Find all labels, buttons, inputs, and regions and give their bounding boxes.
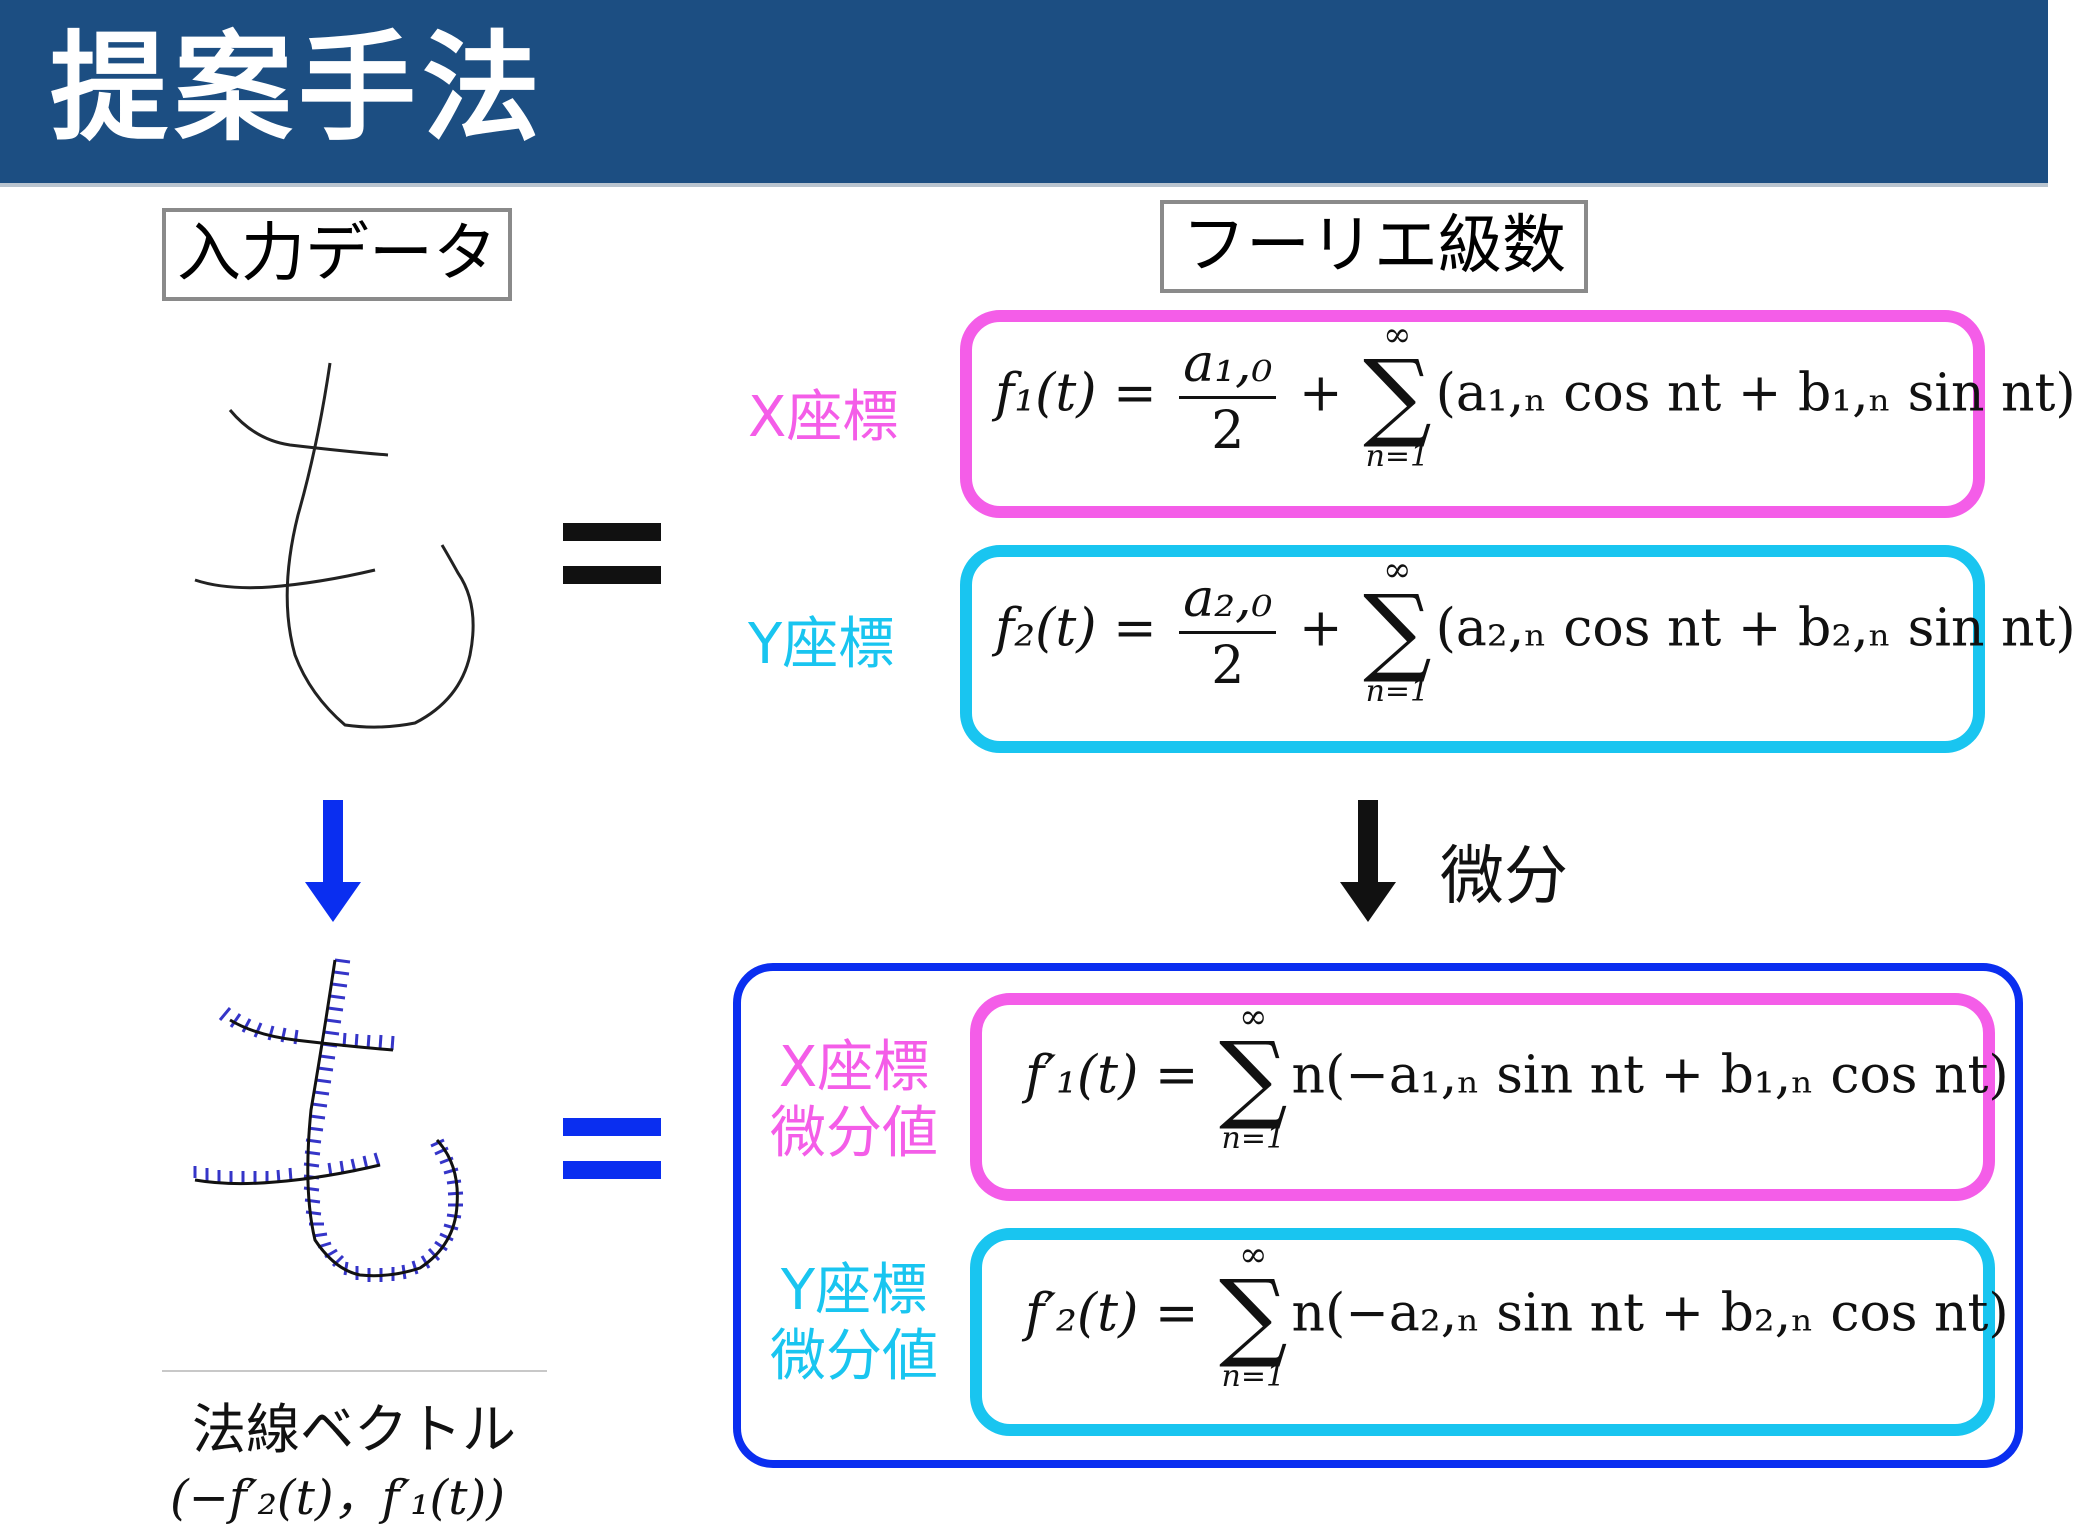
df1-summation: ∞∑n=1 [1219,997,1288,1156]
df2-equation-box [970,1228,1995,1436]
y-coordinate-diff-label: Y座標 微分値 [770,1258,938,1390]
normal-vector-label: 法線ベクトル [192,1398,516,1461]
df2-sum-bottom: n=1 [1221,1359,1286,1394]
input-data-label: 入力データ [162,208,512,301]
f2-lhs: f₂(t) [995,598,1097,659]
f1-sum-top: ∞ [1383,315,1412,355]
header-bar: 提案手法 [0,0,2048,187]
f2-sum-bottom: n=1 [1365,674,1430,709]
x-coordinate-diff-label: X座標 微分値 [770,1035,938,1167]
df1-body: n(−a₁,ₙ sin nt + b₁,ₙ cos nt) [1291,1045,2009,1106]
df1-sum-top: ∞ [1239,997,1268,1037]
divider-line [162,1370,547,1372]
f1-sum-bottom: n=1 [1365,439,1430,474]
derivative-group-box [733,963,2023,1468]
df2-sum-top: ∞ [1239,1235,1268,1275]
input-character-drawing [194,362,475,729]
y-coordinate-diff-title: Y座標 [780,1258,928,1323]
f2-equation-box [960,545,1985,753]
y-coordinate-label: Y座標 [748,612,895,677]
df2-summation: ∞∑n=1 [1219,1235,1288,1394]
df1-equation-box [970,993,1995,1201]
f1-equation-box [960,310,1985,518]
df1-sum-bottom: n=1 [1221,1121,1286,1156]
x-coordinate-diff-title: X座標 [778,1035,930,1100]
f2-den: 2 [1211,635,1245,696]
fourier-series-label: フーリエ級数 [1160,200,1588,293]
f1-summation: ∞∑n=1 [1363,315,1432,474]
f2-summation: ∞∑n=1 [1363,550,1432,709]
f1-num: a₁,₀ [1183,333,1273,394]
normal-vector-formula: (−f′₂(t)，f′₁(t)) [170,1470,505,1526]
f2-num: a₂,₀ [1183,568,1273,629]
equals-sign-bottom-2 [563,1161,661,1179]
df1-lhs: f′₁(t) [1025,1045,1139,1106]
down-arrow-icon [305,800,361,922]
differentiate-label: 微分 [1440,840,1568,914]
normal-vector-drawing [193,958,464,1282]
f2-sum-top: ∞ [1383,550,1412,590]
x-coordinate-label: X座標 [748,385,899,450]
y-diff-value-title: 微分値 [770,1324,938,1389]
f1-lhs: f₁(t) [995,363,1097,424]
page-title: 提案手法 [50,19,547,157]
equals-sign-top-2 [563,566,661,584]
x-diff-value-title: 微分値 [770,1101,938,1166]
df2-body: n(−a₂,ₙ sin nt + b₂,ₙ cos nt) [1291,1283,2009,1344]
equals-sign-top [563,523,661,541]
differentiate-arrow-icon [1340,800,1396,922]
equals-sign-bottom [563,1118,661,1136]
f1-den: 2 [1211,400,1245,461]
f1-body: (a₁,ₙ cos nt + b₁,ₙ sin nt) [1435,363,2076,424]
f2-body: (a₂,ₙ cos nt + b₂,ₙ sin nt) [1435,598,2076,659]
df2-lhs: f′₂(t) [1025,1283,1139,1344]
